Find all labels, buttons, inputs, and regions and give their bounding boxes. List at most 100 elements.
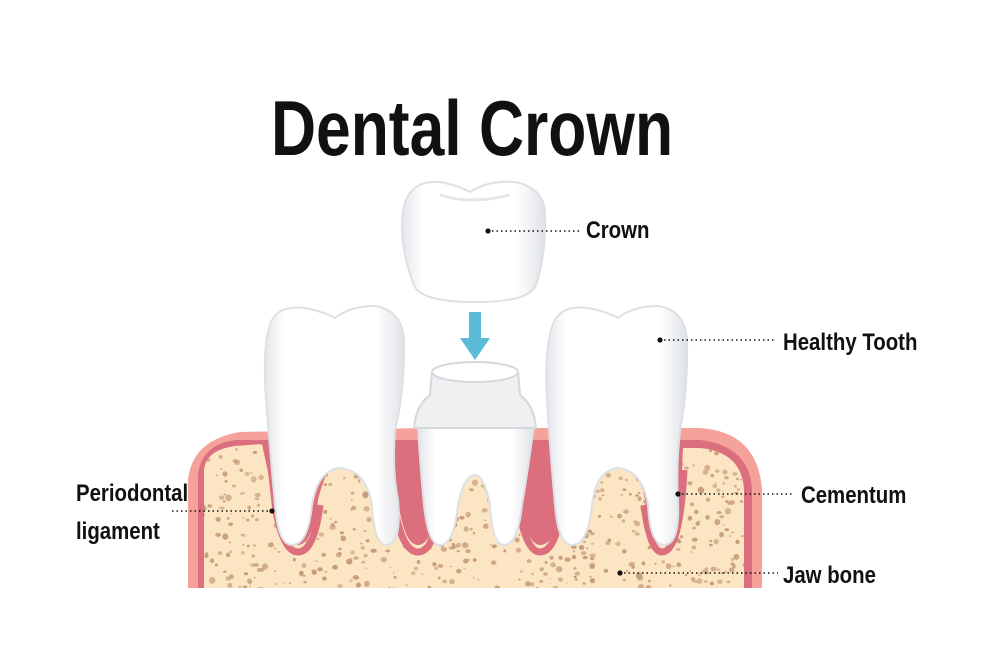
bone-spot — [218, 507, 221, 510]
bone-spot — [366, 517, 372, 522]
bone-spot — [690, 577, 696, 582]
bone-spot — [315, 560, 318, 563]
bone-spot — [477, 579, 480, 581]
bone-spot — [588, 529, 592, 534]
bone-spot — [590, 532, 595, 536]
bone-spot — [710, 566, 717, 572]
bone-spot — [350, 550, 356, 555]
bone-spot — [283, 581, 286, 584]
bone-spot — [727, 502, 731, 505]
bone-spot — [226, 517, 230, 520]
bone-spot — [637, 496, 642, 502]
bone-spot — [316, 537, 320, 541]
bone-spot — [222, 471, 228, 477]
bone-spot — [242, 585, 248, 588]
bone-spot — [601, 494, 605, 497]
bone-spot — [467, 558, 471, 562]
bone-spot — [730, 562, 735, 566]
bone-spot — [353, 556, 359, 560]
prepared-tooth-root — [416, 424, 536, 547]
label-crown: Crown — [485, 216, 649, 243]
bone-spot — [434, 566, 439, 570]
bone-spot — [722, 482, 725, 485]
bone-spot — [471, 479, 479, 486]
bone-spot — [654, 562, 657, 565]
bone-spot — [589, 553, 596, 558]
bone-spot — [578, 545, 585, 550]
bone-spot — [250, 476, 257, 483]
bone-spot — [494, 585, 501, 588]
bone-spot — [687, 515, 693, 521]
bone-spot — [713, 451, 720, 456]
healthy-tooth-right — [545, 304, 689, 547]
bone-spot — [228, 522, 234, 527]
bone-spot — [449, 578, 455, 585]
bone-spot — [556, 566, 563, 573]
bone-spot — [242, 517, 245, 520]
bone-spot — [224, 480, 228, 483]
bone-spot — [503, 549, 507, 553]
bone-spot — [730, 557, 735, 561]
bone-spot — [240, 492, 243, 495]
bone-spot — [729, 535, 731, 537]
bone-spot — [573, 566, 577, 570]
bone-spot — [472, 577, 475, 579]
bone-spot — [647, 579, 652, 583]
bone-spot — [343, 477, 346, 480]
bone-spot — [631, 565, 635, 569]
bone-spot — [572, 550, 576, 553]
bone-spot — [690, 551, 693, 553]
label-periodontal-text-1: Periodontal — [76, 479, 188, 506]
bone-spot — [694, 580, 698, 583]
bone-spot — [329, 517, 332, 520]
bone-spot — [622, 549, 627, 554]
bone-spot — [724, 508, 732, 515]
bone-spot — [676, 562, 682, 567]
diagram-title: Dental Crown — [271, 84, 673, 171]
bone-spot — [618, 476, 623, 481]
bone-spot — [526, 559, 532, 563]
bone-spot — [484, 519, 487, 522]
bone-spot — [472, 558, 477, 562]
bone-spot — [713, 538, 719, 545]
bone-spot — [324, 570, 328, 574]
bone-spot — [625, 569, 629, 572]
bone-spot — [518, 578, 521, 581]
bone-spot — [350, 491, 355, 495]
label-jaw-bone-text: Jaw bone — [783, 561, 876, 588]
bone-spot — [531, 572, 534, 575]
bone-spot — [631, 529, 636, 533]
bone-spot — [209, 577, 216, 584]
bone-spot — [352, 528, 357, 531]
bone-spot — [672, 565, 675, 567]
bone-spot — [724, 528, 730, 532]
prepared-tooth-abutment — [412, 371, 538, 429]
label-healthy-tooth-text: Healthy Tooth — [783, 328, 917, 355]
bone-spot — [622, 488, 627, 492]
bone-spot — [709, 543, 713, 547]
bone-spot — [328, 483, 333, 486]
bone-spot — [634, 532, 640, 536]
bone-spot — [553, 586, 558, 588]
bone-spot — [661, 560, 666, 564]
bone-spot — [482, 523, 489, 529]
bone-spot — [253, 563, 259, 567]
bone-spot — [416, 560, 421, 564]
bone-spot — [240, 550, 245, 555]
bone-spot — [620, 494, 623, 497]
bone-spot — [647, 546, 651, 550]
bone-spot — [243, 572, 249, 576]
bone-spot — [323, 483, 328, 486]
bone-spot — [665, 563, 672, 570]
bone-spot — [702, 469, 709, 475]
bone-spot — [641, 561, 646, 566]
bone-spot — [252, 544, 257, 547]
bone-spot — [360, 546, 365, 550]
abutment-top — [431, 361, 519, 383]
bone-spot — [318, 532, 325, 537]
bone-spot — [277, 550, 281, 553]
bone-spot — [549, 578, 552, 580]
bone-spot — [340, 535, 347, 542]
bone-spot — [205, 552, 209, 556]
bone-spot — [721, 495, 725, 498]
